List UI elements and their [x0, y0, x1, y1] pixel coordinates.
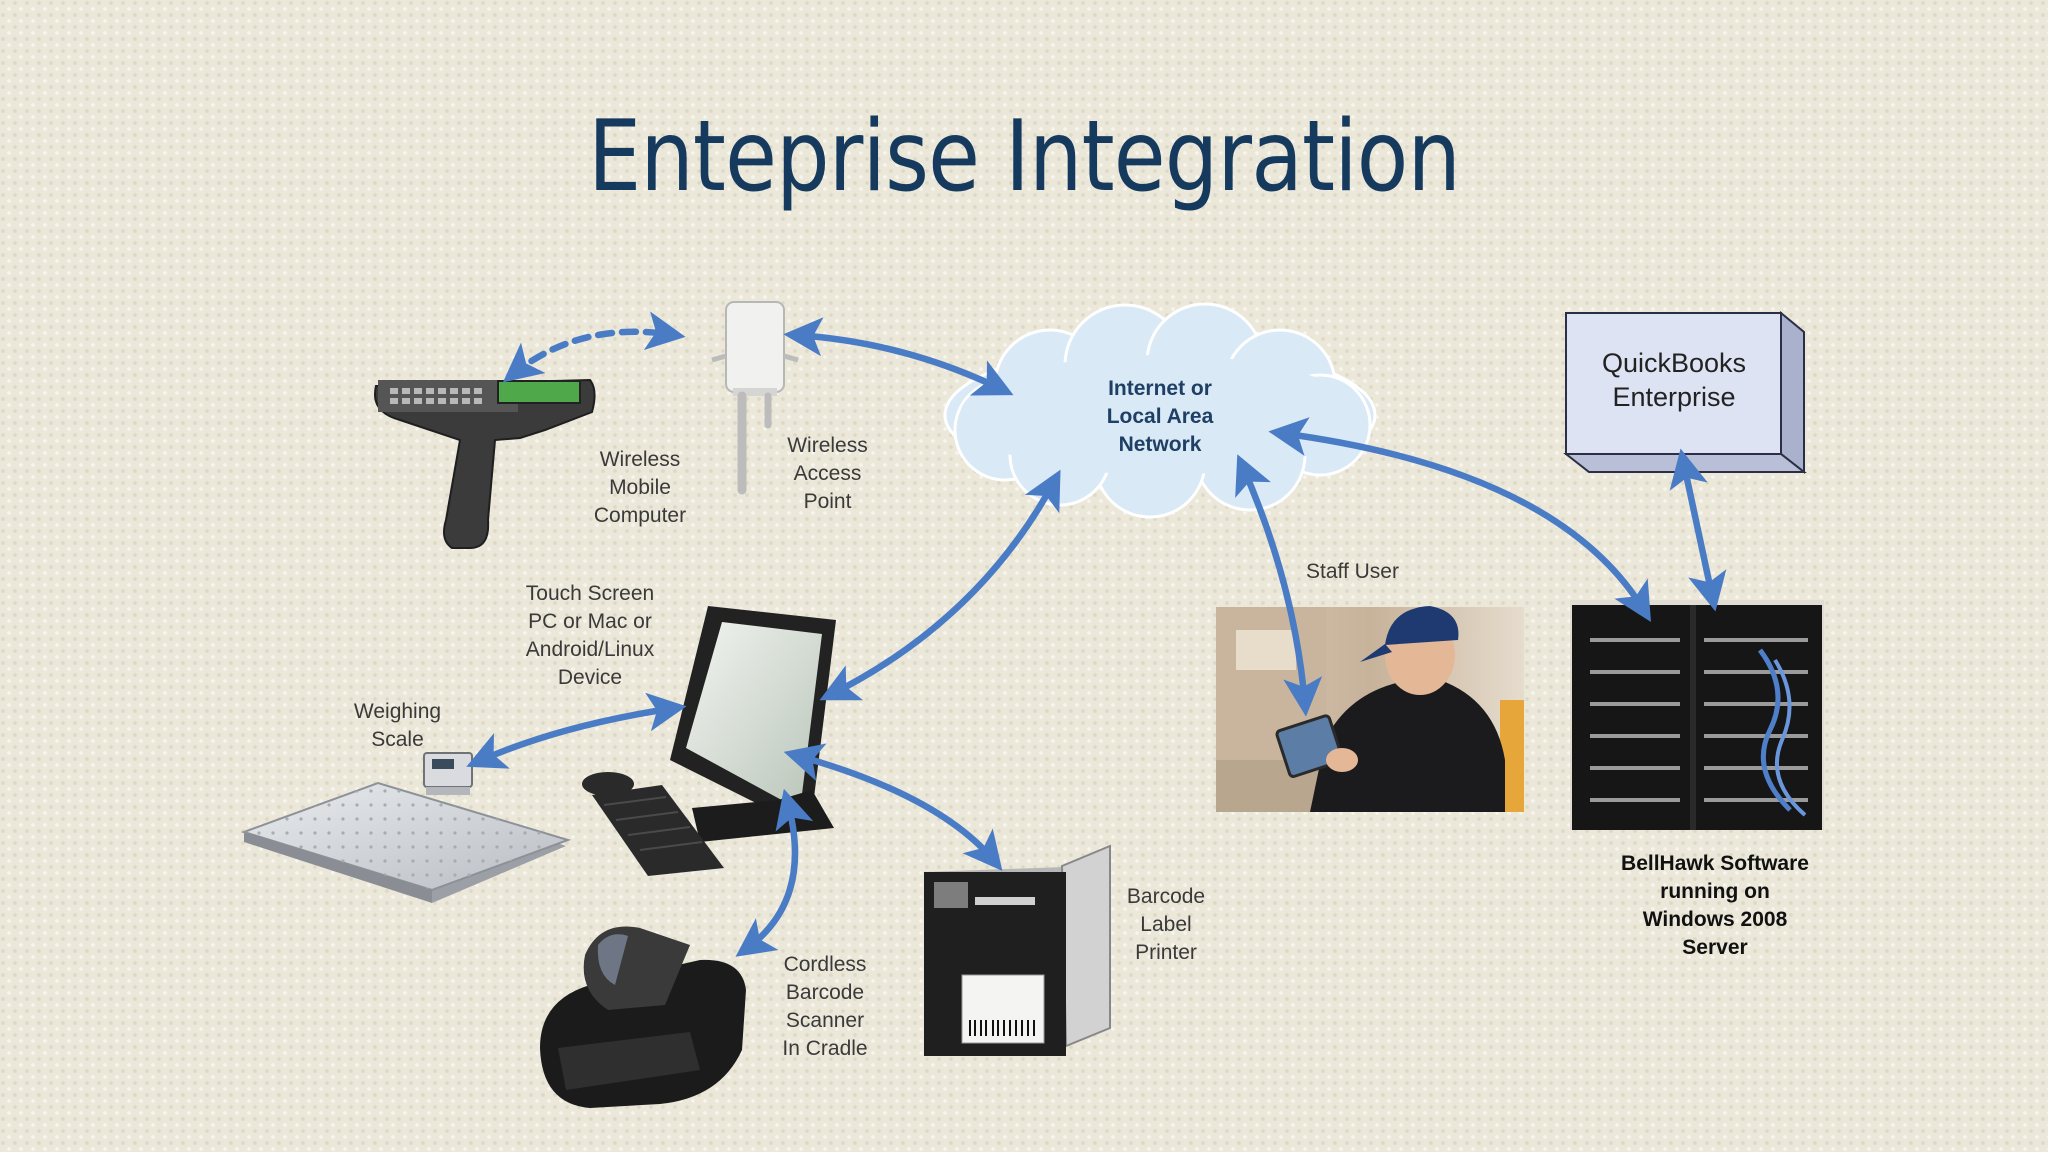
wireless-access-point-label: Wireless Access Point: [787, 434, 868, 513]
staff-user-label: Staff User: [1306, 560, 1399, 583]
bellhawk-server-label: BellHawk Software running on Windows 200…: [1621, 852, 1809, 959]
cordless-scanner-label: Cordless Barcode Scanner In Cradle: [782, 953, 868, 1060]
wireless-mobile-computer-label: Wireless Mobile Computer: [593, 448, 687, 527]
barcode-printer-icon: [924, 844, 1111, 1056]
arrow-quickbooks-to-server: [1669, 448, 1727, 612]
arrow-monitor-to-scale: [466, 692, 687, 769]
touch-screen-monitor-icon: [670, 606, 836, 842]
weighing-scale-icon: [240, 781, 572, 903]
connection-arrows: [466, 311, 1727, 957]
arrow-access-point-to-cloud: [783, 317, 1014, 396]
arrow-scanner-to-access-point: [502, 311, 686, 383]
touch-screen-label: Touch Screen PC or Mac or Android/Linux …: [525, 582, 655, 689]
page-title: Enteprise Integration: [587, 100, 1461, 214]
staff-user-photo: [1216, 606, 1524, 812]
keyboard-icon: [592, 785, 724, 876]
server-rack-icon: [1570, 600, 1824, 830]
network-label: Internet or Local Area Network: [1106, 377, 1214, 456]
weighing-scale-label: Weighing Scale: [353, 700, 442, 751]
mouse-icon: [582, 772, 634, 796]
quickbooks-label: QuickBooks Enterprise: [1601, 348, 1747, 412]
handheld-scanner-icon: [374, 378, 596, 549]
arrow-monitor-to-printer: [783, 743, 1003, 872]
arrow-cloud-to-server: [1268, 417, 1652, 623]
scale-indicator-icon: [423, 752, 473, 795]
cordless-scanner-icon: [540, 926, 746, 1108]
arrow-cloud-to-monitor: [819, 469, 1061, 701]
arrow-monitor-to-cordless-scanner: [735, 788, 814, 957]
barcode-label-printer-label: Barcode Label Printer: [1126, 885, 1206, 964]
